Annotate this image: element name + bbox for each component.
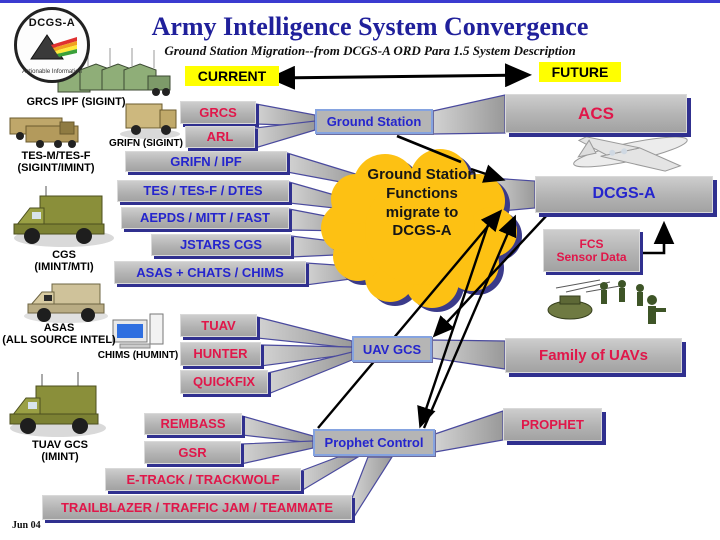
caption-tes: TES-M/TES-F (SIGINT/IMINT)	[17, 150, 95, 175]
slide-subtitle: Ground Station Migration--from DCGS-A OR…	[164, 43, 576, 58]
hub-box-uav-gcs: UAV GCS	[352, 336, 432, 362]
logo-caption: Actionable Information	[22, 69, 82, 75]
tuav-gcs-vehicle-image	[9, 372, 106, 437]
future-label: FUTURE	[539, 62, 621, 82]
future-box-family-of-uavs: Family of UAVs	[505, 338, 682, 373]
grcs-ipf-trucks-image	[57, 48, 171, 96]
acs-aircraft-image	[573, 136, 688, 172]
hub-box-ground-station: Ground Station	[315, 109, 433, 134]
arrow-group	[268, 63, 675, 429]
system-box-quickfix: QUICKFIX	[180, 370, 268, 394]
future-box-fcs-sensor-data: FCS Sensor Data	[543, 229, 640, 272]
grifn-truck-image	[120, 103, 180, 139]
system-box-aepds: AEPDS / MITT / FAST	[121, 207, 289, 229]
fcs-soldiers-image	[547, 279, 666, 324]
slide-title: Army Intelligence System Convergence	[151, 12, 589, 41]
system-box-rembass: REMBASS	[144, 413, 242, 435]
chims-computer-image	[112, 313, 164, 349]
system-box-arl: ARL	[185, 126, 255, 148]
system-box-hunter: HUNTER	[180, 342, 261, 366]
asas-vehicle-image	[24, 283, 108, 323]
caption-chims: CHIMS (HUMINT)	[97, 350, 179, 361]
future-box-prophet: PROPHET	[503, 408, 602, 441]
caption-grcs-ipf: GRCS IPF (SIGINT)	[26, 96, 126, 108]
caption-asas: ASAS (ALL SOURCE INTEL)	[2, 322, 116, 347]
fcs-line2: Sensor Data	[556, 249, 627, 264]
hub-box-prophet-control: Prophet Control	[313, 429, 435, 456]
future-box-acs: ACS	[505, 94, 687, 133]
system-box-gsr: GSR	[144, 441, 241, 464]
cgs-vehicle-image	[13, 186, 114, 247]
slide-top-border	[0, 0, 720, 3]
caption-grifn: GRIFN (SIGINT)	[109, 138, 183, 149]
system-box-tuav: TUAV	[180, 314, 257, 337]
system-box-trailblazer: TRAILBLAZER / TRAFFIC JAM / TEAMMATE	[42, 495, 352, 520]
system-box-tes: TES / TES-F / DTES	[117, 180, 289, 202]
fcs-line1: FCS	[579, 236, 604, 251]
system-box-jstars: JSTARS CGS	[151, 234, 291, 256]
tes-trucks-image	[9, 117, 79, 148]
cloud-text: Ground Station Functions migrate to DCGS…	[367, 166, 477, 240]
system-box-grcs: GRCS	[180, 101, 256, 124]
slide-date: Jun 04	[12, 520, 41, 531]
caption-cgs: CGS (IMINT/MTI)	[34, 249, 94, 274]
logo-prism-icon	[30, 34, 77, 60]
caption-tuav-gcs: TUAV GCS (IMINT)	[31, 439, 89, 464]
dcgs-a-logo: DCGS-A Actionable Information	[14, 7, 90, 83]
logo-title: DCGS-A	[28, 17, 76, 29]
system-box-grifn-ipf: GRIFN / IPF	[125, 151, 287, 172]
system-box-etrack: E-TRACK / TRACKWOLF	[105, 468, 301, 491]
future-box-dcgs-a: DCGS-A	[535, 176, 713, 213]
current-label: CURRENT	[185, 66, 279, 86]
system-box-asas-chats: ASAS + CHATS / CHIMS	[114, 261, 306, 284]
